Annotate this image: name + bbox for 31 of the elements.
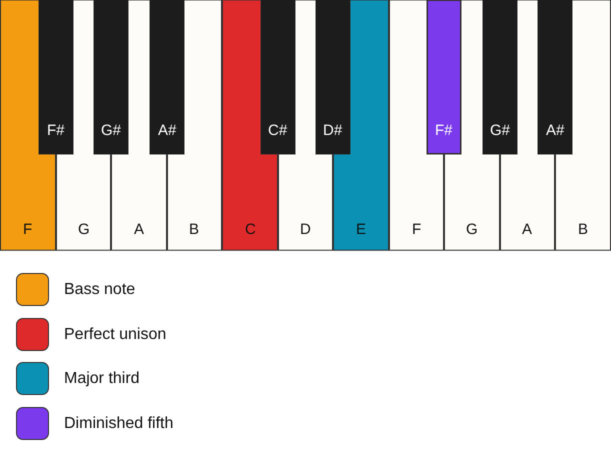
sharp-key xyxy=(538,0,572,154)
sharp-key xyxy=(39,0,73,154)
legend-label: Major third xyxy=(64,369,140,388)
sharp-key xyxy=(427,0,461,154)
note-name: C# xyxy=(268,122,288,140)
note-name: F xyxy=(412,221,422,239)
note-name: F xyxy=(23,221,32,239)
note-name: G# xyxy=(490,122,510,140)
note-name: B xyxy=(578,221,588,239)
sharp-key xyxy=(261,0,295,154)
note-name: A# xyxy=(546,122,564,140)
note-name: B xyxy=(189,221,200,239)
note-name: D xyxy=(300,221,311,239)
note-name: G xyxy=(466,221,478,239)
legend-label: Diminished fifth xyxy=(64,414,174,433)
sharp-key xyxy=(150,0,184,154)
sharp-key xyxy=(483,0,517,154)
note-name: C xyxy=(245,221,256,239)
note-name: E xyxy=(356,221,366,239)
note-name: A# xyxy=(158,122,176,140)
note-name: G xyxy=(78,221,90,239)
note-name: D# xyxy=(323,122,342,140)
legend-label: Perfect unison xyxy=(64,325,166,344)
note-name: A xyxy=(522,221,532,239)
note-name: G# xyxy=(101,122,122,140)
note-name: F# xyxy=(435,122,453,140)
note-name: F# xyxy=(47,122,65,140)
sharp-key xyxy=(316,0,350,154)
legend-label: Bass note xyxy=(64,280,136,299)
note-name: A xyxy=(134,221,144,239)
sharp-key xyxy=(94,0,128,154)
